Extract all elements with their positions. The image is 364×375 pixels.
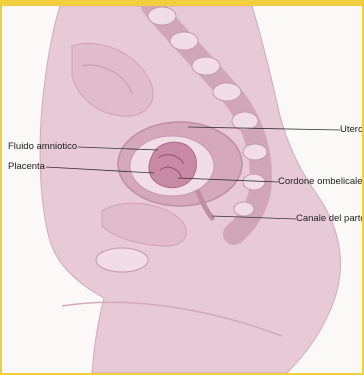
label-canale-del-parto: Canale del parto xyxy=(296,213,362,224)
anatomy-illustration xyxy=(2,6,362,373)
label-fluido-amniotico: Fluido amniotico xyxy=(8,141,77,152)
pubic-bone xyxy=(96,248,148,272)
fetus xyxy=(149,142,196,187)
illustration-page: Utero Fluido amniotico Placenta Cordone … xyxy=(2,6,362,373)
label-utero: Utero xyxy=(340,124,362,135)
label-placenta: Placenta xyxy=(8,161,45,172)
label-cordone-ombelicale: Cordone ombelicale xyxy=(278,176,362,187)
